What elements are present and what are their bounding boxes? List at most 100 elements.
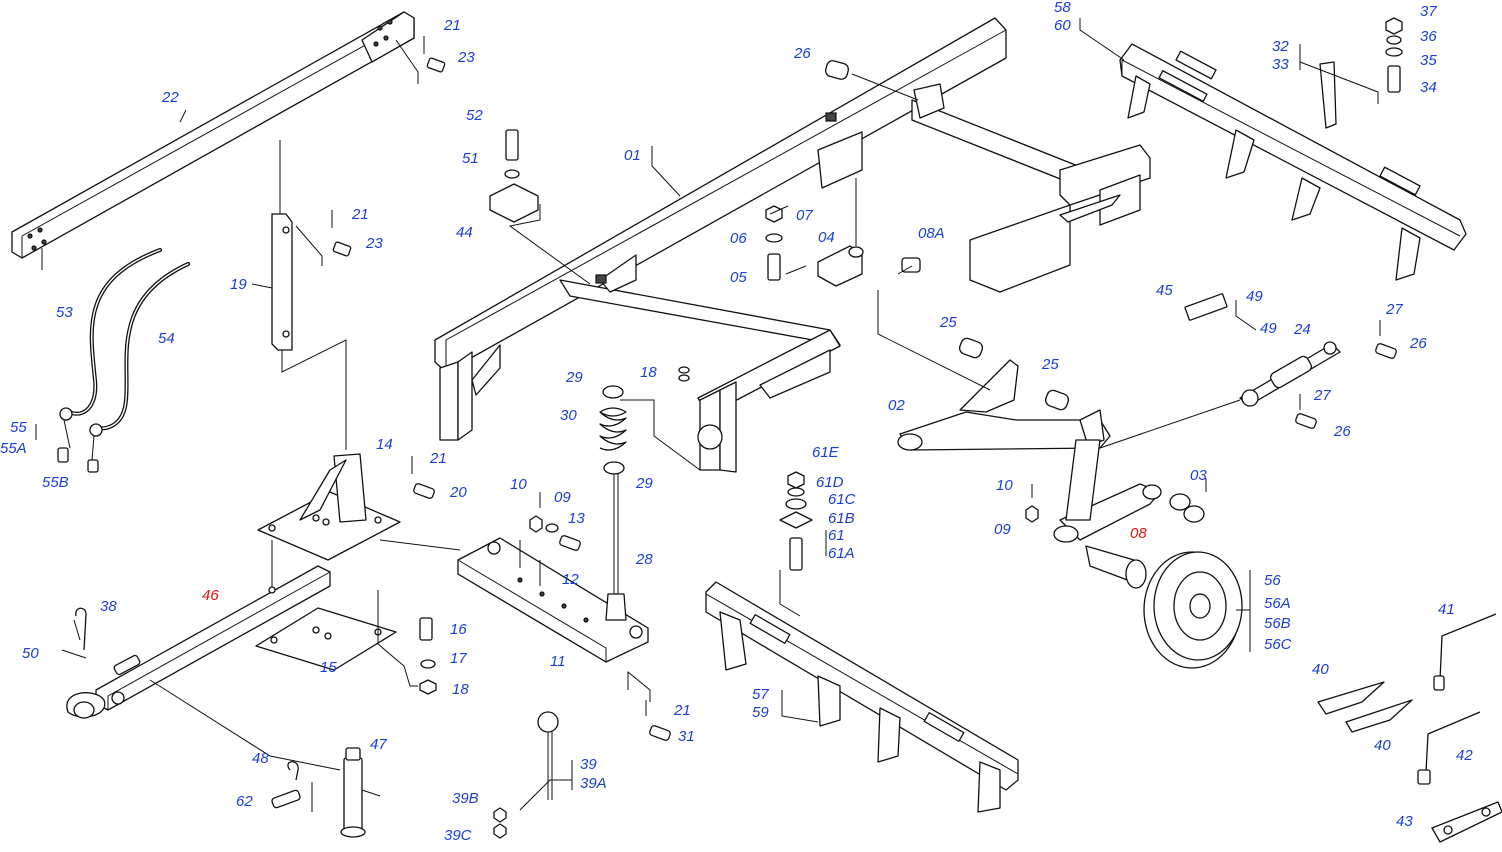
tongue-46 (66, 565, 341, 771)
leader-lines (35, 18, 1301, 790)
label-61c: 61C (828, 491, 856, 508)
label-21-b: 21 (351, 206, 369, 223)
label-21-a: 21 (443, 17, 461, 34)
label-09-left: 09 (554, 489, 571, 506)
hydraulic-hoses (57, 248, 190, 473)
label-08a: 08A (918, 225, 945, 242)
label-21-d: 21 (673, 702, 691, 719)
label-27-top: 27 (1385, 301, 1403, 318)
shank-assembly (1299, 17, 1403, 129)
label-32: 32 (1272, 38, 1289, 55)
label-01: 01 (624, 147, 641, 164)
part-labels: 01 02 03 04 05 06 07 08 08A 09 09 10 10 … (0, 0, 1473, 844)
label-18-top: 18 (640, 364, 657, 381)
label-36: 36 (1420, 28, 1437, 45)
label-47: 47 (370, 736, 387, 753)
label-43: 43 (1396, 813, 1413, 830)
label-25-b: 25 (1041, 356, 1059, 373)
label-37: 37 (1420, 3, 1437, 20)
label-55: 55 (10, 419, 27, 436)
label-41: 41 (1438, 601, 1455, 618)
label-25-a: 25 (939, 314, 957, 331)
label-09-right: 09 (994, 521, 1011, 538)
label-49-a: 49 (1246, 288, 1263, 305)
cultivator-bar-58 (1119, 43, 1467, 281)
label-27-lower: 27 (1313, 387, 1331, 404)
label-31: 31 (678, 728, 695, 745)
label-22: 22 (161, 89, 179, 106)
label-13: 13 (568, 510, 585, 527)
label-14: 14 (376, 436, 393, 453)
label-49-b: 49 (1260, 320, 1277, 337)
label-11: 11 (550, 653, 566, 670)
label-30: 30 (560, 407, 577, 424)
label-10-right: 10 (996, 477, 1013, 494)
label-07: 07 (796, 207, 813, 224)
label-40-b: 40 (1374, 737, 1391, 754)
label-61: 61 (828, 527, 845, 544)
label-50: 50 (22, 645, 39, 662)
label-48: 48 (252, 750, 269, 767)
label-28: 28 (635, 551, 653, 568)
label-08: 08 (1130, 525, 1147, 542)
label-44: 44 (456, 224, 473, 241)
hitch-channel (271, 210, 352, 450)
label-34: 34 (1420, 79, 1437, 96)
hitch-plates (255, 453, 461, 695)
label-39: 39 (580, 756, 597, 773)
label-23-mid: 23 (365, 235, 383, 252)
label-53: 53 (56, 304, 73, 321)
toolbar-11 (457, 537, 649, 663)
label-02: 02 (888, 397, 905, 414)
telescoping-drawbar (11, 11, 415, 270)
label-55b: 55B (42, 474, 69, 491)
jack-47 (271, 747, 381, 838)
label-38: 38 (100, 598, 117, 615)
label-03: 03 (1190, 467, 1207, 484)
label-58: 58 (1054, 0, 1071, 16)
small-parts (61, 60, 1502, 843)
label-61b: 61B (828, 510, 855, 527)
label-17: 17 (450, 650, 467, 667)
label-04: 04 (818, 229, 835, 246)
label-56c: 56C (1264, 636, 1292, 653)
label-12: 12 (562, 571, 579, 588)
label-26-top: 26 (793, 45, 811, 62)
label-45: 45 (1156, 282, 1173, 299)
label-56b: 56B (1264, 615, 1291, 632)
label-59: 59 (752, 704, 769, 721)
label-61d: 61D (816, 474, 844, 491)
label-56a: 56A (1264, 595, 1291, 612)
label-18-bottom: 18 (452, 681, 469, 698)
label-29-top: 29 (565, 369, 583, 386)
label-26-right: 26 (1409, 335, 1427, 352)
label-15: 15 (320, 659, 337, 676)
pin-23-top (395, 36, 446, 84)
label-35: 35 (1420, 52, 1437, 69)
wheel-assembly (1085, 545, 1243, 669)
label-26-lower: 26 (1333, 423, 1351, 440)
main-frame (434, 17, 1151, 473)
label-62: 62 (236, 793, 253, 810)
axle-frame-02 (897, 359, 1241, 543)
label-06: 06 (730, 230, 747, 247)
label-61e: 61E (812, 444, 840, 461)
label-23-top: 23 (457, 49, 475, 66)
label-55a: 55A (0, 440, 27, 457)
label-42: 42 (1456, 747, 1473, 764)
label-51: 51 (462, 150, 479, 167)
hydraulic-cylinder (1184, 293, 1341, 407)
label-10-left: 10 (510, 476, 527, 493)
label-56: 56 (1264, 572, 1281, 589)
label-61a: 61A (828, 545, 855, 562)
label-39c: 39C (444, 827, 472, 844)
label-16: 16 (450, 621, 467, 638)
label-46: 46 (202, 587, 219, 604)
label-54: 54 (158, 330, 175, 347)
bolt-stack-61 (779, 471, 813, 571)
label-40-a: 40 (1312, 661, 1329, 678)
label-20: 20 (449, 484, 467, 501)
label-29-bottom: 29 (635, 475, 653, 492)
cultivator-bar-57 (705, 570, 1019, 813)
